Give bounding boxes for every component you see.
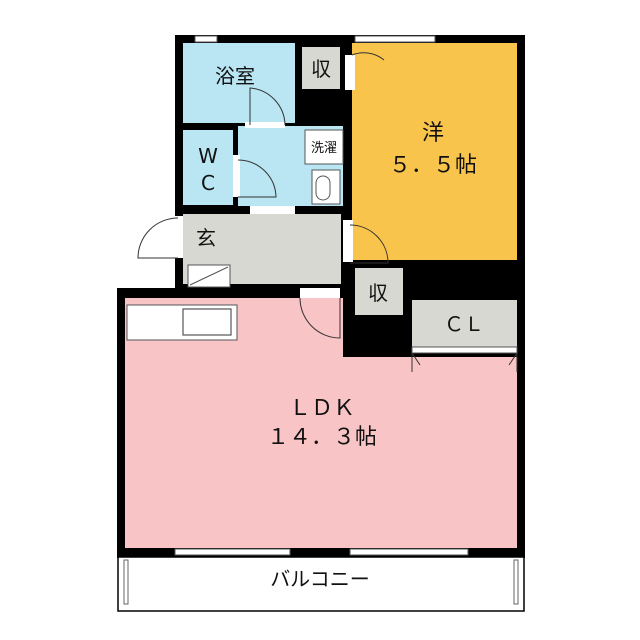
window-top-bath [194, 35, 218, 43]
balcony-label: バルコニー [270, 567, 370, 591]
door-swing-wc [237, 159, 277, 198]
storage-mid-label: 収 [368, 281, 388, 305]
ldk-area-right [343, 357, 517, 548]
shoe-box-diagonal [189, 266, 229, 286]
closet-label: ＣＬ [444, 312, 484, 336]
western-room-size: ５．５帖 [389, 153, 477, 178]
door-swing-storage-top [351, 52, 385, 61]
door-gap-storage-top [345, 55, 355, 90]
window-top-western [354, 35, 436, 43]
closet-area [412, 300, 517, 347]
door-gap-ldk [300, 288, 340, 298]
washbasin-bowl [315, 175, 331, 201]
storage-mid-area [355, 268, 403, 315]
balcony-area [117, 556, 525, 612]
wc-area [183, 130, 233, 205]
window-balcony-right [349, 548, 469, 556]
storage-top-area [302, 47, 340, 89]
door-swing-bath [249, 87, 286, 126]
wc-label-w: W [198, 144, 218, 168]
closet-door-marks [411, 352, 518, 372]
bath-label: 浴室 [215, 64, 255, 88]
bath-area [183, 43, 295, 123]
balcony-inner-right [513, 559, 519, 605]
western-room-label: 洋 [422, 121, 444, 146]
door-gap-entrance [175, 216, 183, 258]
window-balcony-left [174, 548, 291, 556]
ldk-label: ＬＤＫ [289, 396, 355, 421]
ldk-size: １４．３帖 [267, 425, 377, 450]
balcony-inner-left [123, 559, 129, 605]
door-gap-wc [233, 155, 240, 197]
wc-label-c: C [201, 171, 215, 195]
western-room-area [352, 43, 517, 260]
door-swing-ldk [299, 297, 341, 339]
door-gap-western [343, 220, 353, 262]
door-swing-western [349, 224, 389, 264]
door-gap-washroom [250, 206, 295, 214]
laundry-pan [304, 129, 344, 165]
door-swing-entrance [137, 217, 179, 259]
closet-door-track [411, 346, 518, 354]
entrance-label: 玄 [196, 226, 216, 250]
door-gap-bath [245, 122, 285, 128]
laundry-label: 洗濯 [311, 141, 337, 156]
storage-top-label: 収 [311, 57, 331, 81]
kitchen-sink [182, 308, 232, 336]
